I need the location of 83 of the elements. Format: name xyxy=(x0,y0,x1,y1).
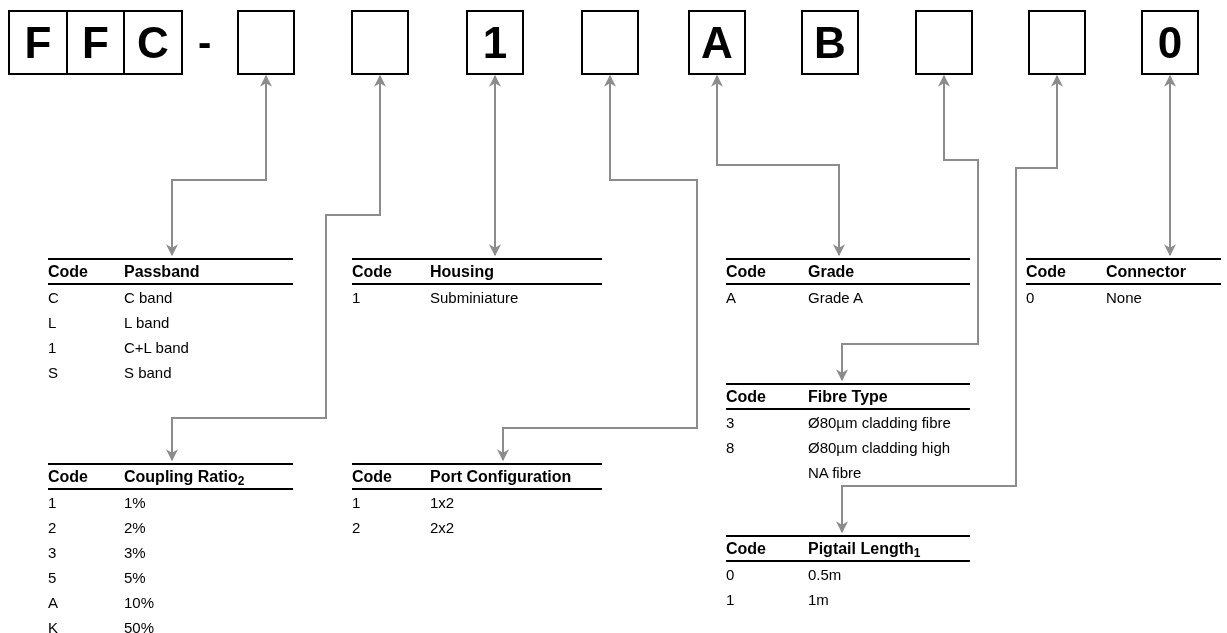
double-arrow xyxy=(836,74,1063,534)
code-description: 5% xyxy=(124,568,147,588)
code-description: 3% xyxy=(124,543,147,563)
code-description: 0.5m xyxy=(808,565,843,585)
code-letter: 0 xyxy=(1157,20,1183,65)
code-value: 1 xyxy=(48,493,58,513)
column-heading: Code xyxy=(352,467,393,487)
code-letter: B xyxy=(814,20,846,65)
code-value: 1 xyxy=(726,590,736,610)
column-heading: Code xyxy=(726,539,767,559)
double-arrow xyxy=(711,74,845,257)
code-description: 2x2 xyxy=(430,518,456,538)
code-description: L band xyxy=(124,313,171,333)
code-value: S xyxy=(48,363,59,383)
code-value: L xyxy=(48,313,58,333)
code-description: None xyxy=(1106,288,1143,308)
code-value: 5 xyxy=(48,568,58,588)
column-heading: Code xyxy=(726,262,767,282)
code-box xyxy=(1141,10,1199,75)
column-heading: Pigtail Length$_{1}$ xyxy=(808,539,922,559)
code-box xyxy=(1028,10,1086,75)
code-letter: C xyxy=(137,20,169,65)
code-value: 3 xyxy=(48,543,58,563)
double-arrow xyxy=(166,74,272,257)
code-value: 0 xyxy=(1026,288,1036,308)
code-value: 1 xyxy=(352,288,362,308)
code-table xyxy=(48,463,293,633)
code-value: C xyxy=(48,288,60,308)
double-arrow xyxy=(497,74,698,462)
code-description: 1% xyxy=(124,493,147,513)
column-heading: Code xyxy=(1026,262,1067,282)
code-description: S band xyxy=(124,363,173,383)
code-description: Grade A xyxy=(808,288,865,308)
code-box xyxy=(915,10,973,75)
code-value: 0 xyxy=(726,565,736,585)
code-value: 2 xyxy=(352,518,362,538)
code-box xyxy=(237,10,295,75)
code-description: C+L band xyxy=(124,338,190,358)
column-heading: Fibre Type xyxy=(808,387,889,407)
column-heading: Port Configuration xyxy=(430,467,573,487)
code-letter: F xyxy=(24,20,52,65)
code-box xyxy=(123,10,183,75)
code-value: K xyxy=(48,618,59,633)
code-value: A xyxy=(48,593,59,613)
code-description: 1x2 xyxy=(430,493,456,513)
code-letter: F xyxy=(82,20,109,65)
code-description: 50% xyxy=(124,618,156,633)
column-heading: Passband xyxy=(124,262,201,282)
code-description: 2% xyxy=(124,518,147,538)
code-description: Ø80µm cladding fibre xyxy=(808,413,952,433)
code-box xyxy=(351,10,409,75)
column-heading: Housing xyxy=(430,262,495,282)
code-box xyxy=(66,10,125,75)
column-heading: Connector xyxy=(1106,262,1187,282)
code-box xyxy=(801,10,859,75)
column-heading: Code xyxy=(352,262,393,282)
column-heading: Grade xyxy=(808,262,856,282)
double-arrow xyxy=(166,74,386,462)
code-value: 1 xyxy=(48,338,58,358)
code-value: 8 xyxy=(726,438,736,458)
column-heading: Code xyxy=(726,387,767,407)
code-description: C band xyxy=(124,288,174,308)
code-value: 1 xyxy=(352,493,362,513)
code-box xyxy=(8,10,68,75)
column-heading: Code xyxy=(48,262,89,282)
code-letter: A xyxy=(701,20,733,65)
code-box xyxy=(466,10,524,75)
double-arrow xyxy=(489,74,501,257)
column-heading: Code xyxy=(48,467,89,487)
code-description: Ø80µm cladding high NA fibre xyxy=(808,438,952,483)
code-description: 1m xyxy=(808,590,830,610)
code-value: 3 xyxy=(726,413,736,433)
code-value: A xyxy=(726,288,737,308)
code-description: Subminiature xyxy=(430,288,520,308)
dash-separator: - xyxy=(198,22,212,62)
code-description: 10% xyxy=(124,593,156,613)
double-arrow xyxy=(1164,74,1176,257)
double-arrow xyxy=(836,74,979,382)
code-box xyxy=(581,10,639,75)
code-box xyxy=(688,10,746,75)
code-letter: 1 xyxy=(482,20,508,65)
code-value: 2 xyxy=(48,518,58,538)
column-heading: Coupling Ratio$_{2}$ xyxy=(124,467,246,487)
